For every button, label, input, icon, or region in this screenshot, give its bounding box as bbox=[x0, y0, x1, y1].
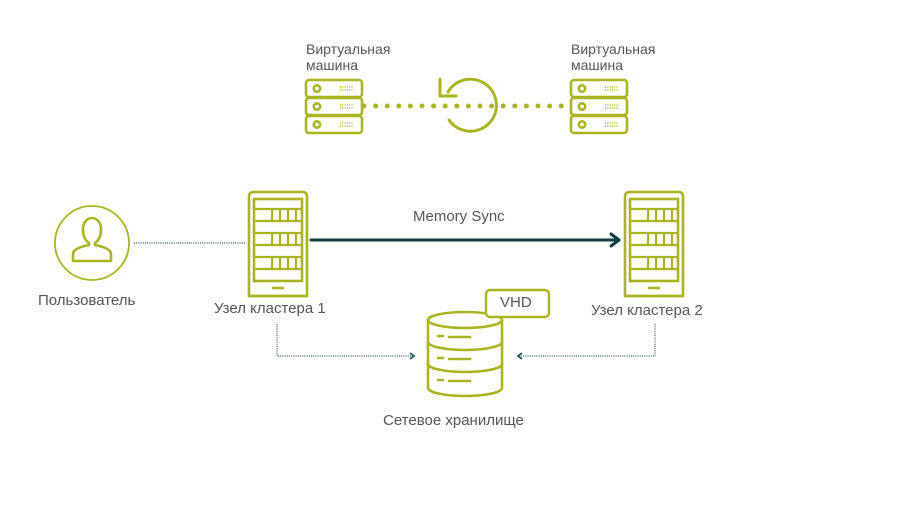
refresh-icon bbox=[438, 77, 498, 133]
vhd-badge-label: VHD bbox=[500, 294, 532, 311]
vm-right-label-line2: машина bbox=[571, 57, 623, 73]
node2-label: Узел кластера 2 bbox=[591, 302, 703, 319]
user-icon bbox=[54, 205, 130, 281]
node1-storage-link bbox=[276, 324, 416, 360]
node2-storage-link bbox=[516, 324, 656, 360]
vhd-badge-frame bbox=[484, 288, 551, 319]
vm-left-server-stack-icon bbox=[304, 78, 364, 135]
database-icon bbox=[426, 310, 504, 398]
user-label: Пользователь bbox=[38, 292, 136, 309]
vm-left-label: Виртуальная машина bbox=[306, 41, 390, 73]
vm-right-label: Виртуальная машина bbox=[571, 41, 655, 73]
memory-sync-label: Memory Sync bbox=[413, 208, 505, 225]
memory-sync-arrow bbox=[309, 232, 621, 248]
node1-server-rack-icon bbox=[247, 190, 309, 298]
node1-label: Узел кластера 1 bbox=[214, 300, 326, 317]
node2-server-rack-icon bbox=[623, 190, 685, 298]
vm-left-label-line2: машина bbox=[306, 57, 358, 73]
storage-label: Сетевое хранилище bbox=[383, 412, 524, 429]
vm-right-server-stack-icon bbox=[569, 78, 629, 135]
vm-right-label-line1: Виртуальная bbox=[571, 41, 656, 57]
vm-left-label-line1: Виртуальная bbox=[306, 41, 391, 57]
